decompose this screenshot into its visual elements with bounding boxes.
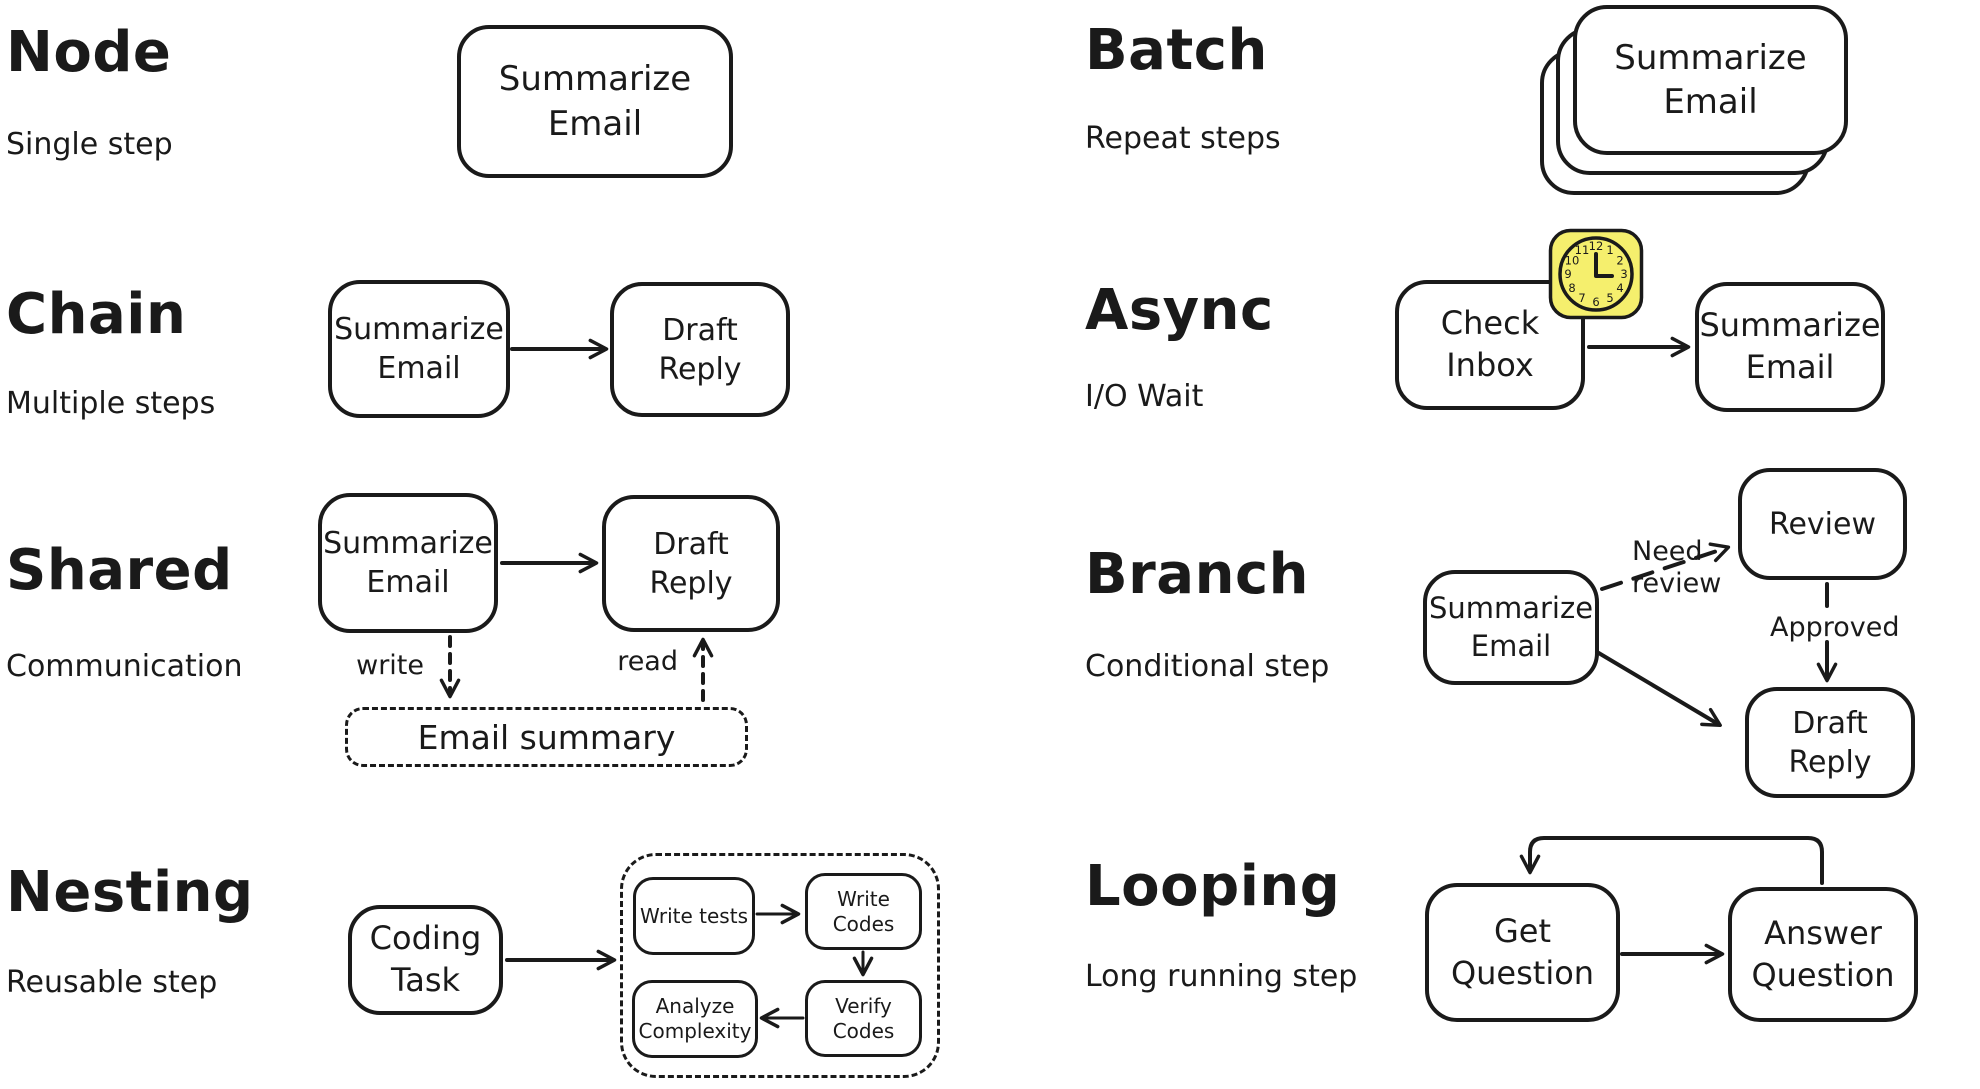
shared-section-title: Shared [6,538,233,603]
looping-answer-question-box: Answer Question [1728,887,1918,1022]
svg-text:10: 10 [1565,254,1580,268]
branch-reply-box: Draft Reply [1745,687,1915,798]
shared-store-box: Email summary [345,707,748,767]
looping-back-arrow [1519,836,1824,885]
nesting-analyze-complexity-box: Analyze Complexity [632,980,758,1058]
shared-section-subtitle: Communication [6,649,243,684]
nesting-section-subtitle: Reusable step [6,965,218,1000]
nesting-verify-codes-box: Verify Codes [805,980,922,1057]
svg-text:2: 2 [1616,254,1623,268]
svg-text:4: 4 [1616,281,1623,295]
nesting-task-box: Coding Task [348,905,503,1015]
nesting-write-tests-box: Write tests [633,877,755,955]
nesting-write-codes-box: Write Codes [805,873,922,950]
async-section-title: Async [1085,278,1274,343]
async-section-subtitle: I/O Wait [1085,379,1204,414]
write-label: write [356,650,424,681]
read-label: read [617,646,678,677]
svg-text:3: 3 [1620,267,1627,281]
batch-section-subtitle: Repeat steps [1085,121,1281,156]
node-section-subtitle: Single step [6,127,173,162]
svg-text:11: 11 [1575,243,1590,257]
shared-step1-box: Summarize Email [318,493,498,633]
batch-card-front: Summarize Email [1573,5,1848,155]
looping-section-title: Looping [1085,854,1341,919]
batch-section-title: Batch [1085,18,1268,83]
looping-get-question-box: Get Question [1425,883,1620,1022]
shared-step2-box: Draft Reply [602,495,780,632]
branch-source-box: Summarize Email [1423,570,1599,685]
approved-label: Approved [1770,612,1900,643]
node-step-box: Summarize Email [457,25,733,178]
nesting-section-title: Nesting [6,860,254,925]
svg-text:8: 8 [1568,281,1575,295]
need-review-label: Need review [1632,536,1722,600]
chain-step1-box: Summarize Email [328,280,510,418]
branch-direct-reply-arrow [1595,650,1722,728]
branch-section-title: Branch [1085,542,1310,607]
chain-section-title: Chain [6,282,187,347]
branch-section-subtitle: Conditional step [1085,649,1330,684]
async-summarize-box: Summarize Email [1695,282,1885,412]
node-section-title: Node [6,20,172,85]
svg-text:6: 6 [1592,295,1599,309]
svg-text:1: 1 [1606,243,1613,257]
svg-text:9: 9 [1564,267,1571,281]
looping-section-subtitle: Long running step [1085,959,1358,994]
svg-text:7: 7 [1578,291,1585,305]
chain-step2-box: Draft Reply [610,282,790,417]
chain-section-subtitle: Multiple steps [6,386,216,421]
svg-text:5: 5 [1606,291,1613,305]
svg-text:12: 12 [1589,239,1604,253]
branch-review-box: Review [1738,468,1907,580]
